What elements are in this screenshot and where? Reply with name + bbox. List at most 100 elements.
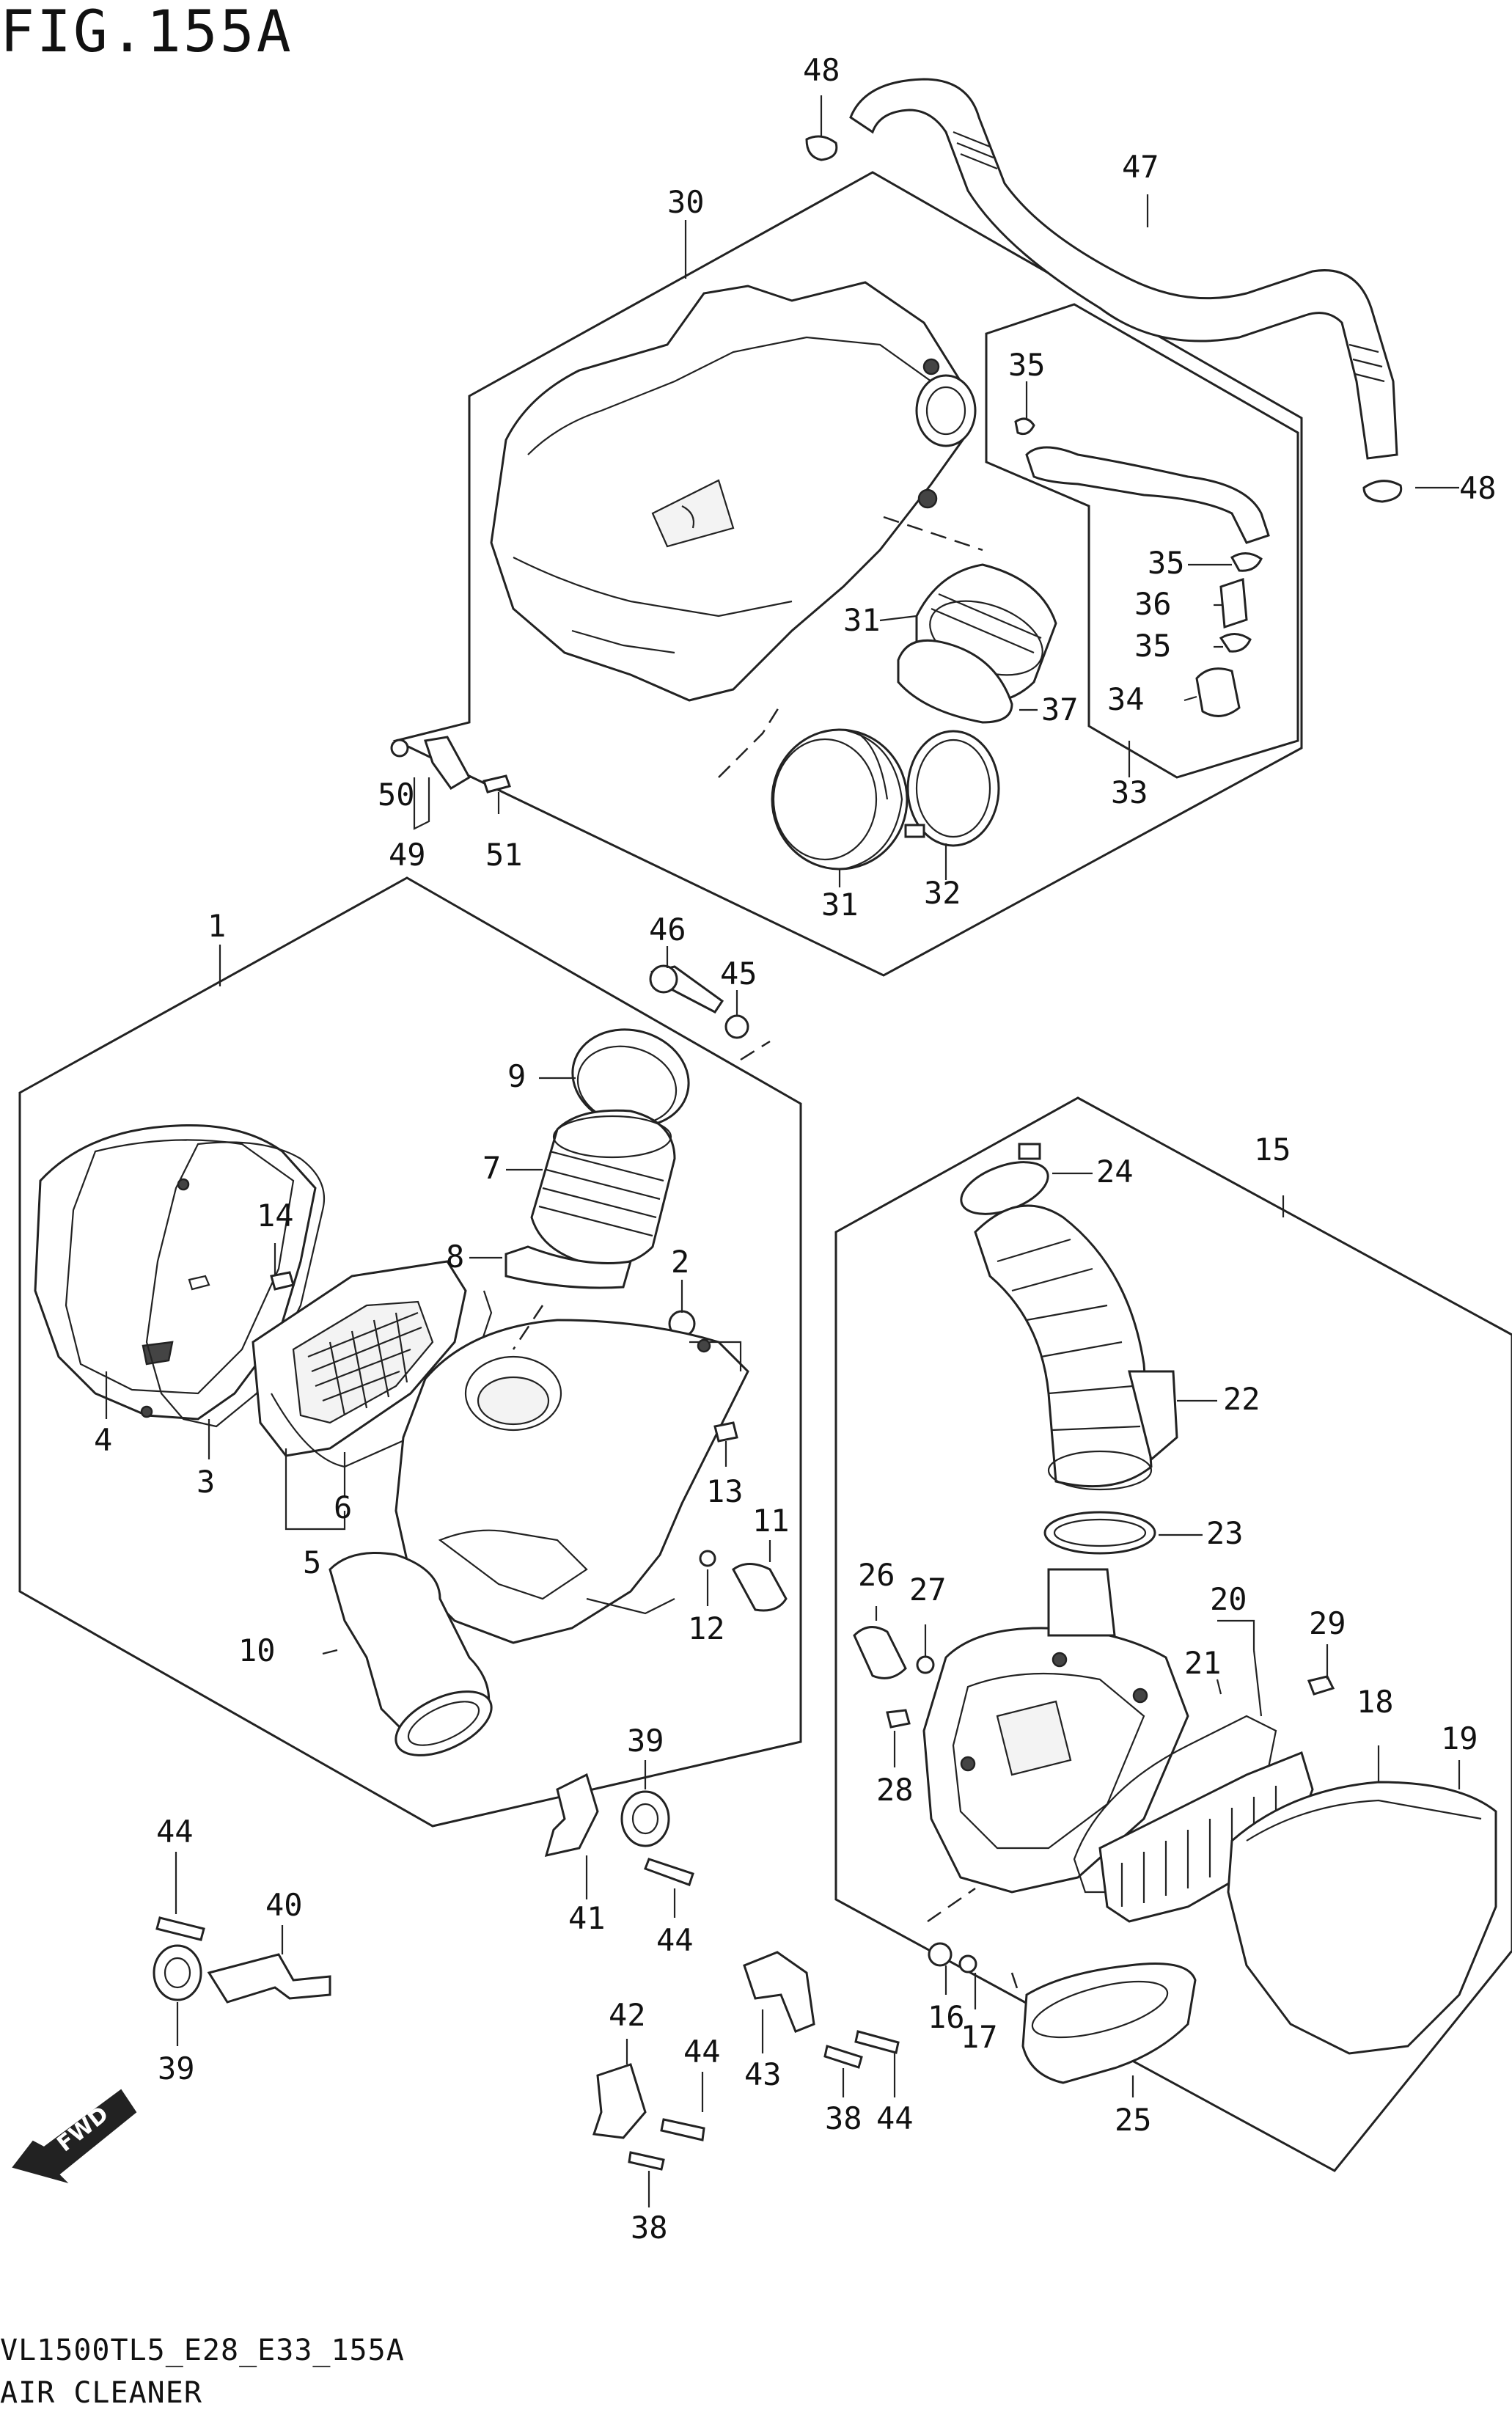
part-37-clamp — [897, 639, 1013, 724]
callout-15: 15 — [1254, 1132, 1291, 1168]
callout-13: 13 — [706, 1473, 744, 1509]
part-41-bracket — [544, 1773, 599, 1858]
part-16-grommet — [928, 1942, 953, 1967]
callout-47: 47 — [1122, 149, 1159, 185]
part-45-nut — [724, 1014, 749, 1039]
part-8-clamp — [504, 1245, 633, 1289]
part-31-intake-duct-lower — [771, 728, 909, 871]
part-35-clip-c — [1219, 633, 1252, 653]
callout-48: 48 — [1459, 470, 1497, 506]
callout-44: 44 — [156, 1814, 194, 1850]
callout-5: 5 — [303, 1544, 321, 1580]
part-36-plug — [1219, 577, 1248, 629]
callout-46: 46 — [649, 912, 686, 948]
part-48-clamp-right — [1362, 480, 1403, 503]
part-48-clamp-top — [805, 135, 838, 161]
part-6-filter-element — [252, 1260, 467, 1457]
callout-44: 44 — [683, 2034, 721, 2070]
part-27-clip — [916, 1655, 935, 1674]
part-21-seal — [1073, 1715, 1277, 1894]
part-47-breather-hose — [849, 78, 1398, 460]
callout-10: 10 — [238, 1632, 276, 1668]
callout-28: 28 — [876, 1772, 914, 1808]
callout-44: 44 — [656, 1922, 694, 1958]
callout-12: 12 — [688, 1610, 725, 1646]
callout-33: 33 — [1111, 774, 1148, 810]
callout-8: 8 — [446, 1239, 464, 1275]
callout-39: 39 — [627, 1723, 664, 1759]
part-44-bolt-b — [155, 1916, 205, 1941]
part-38-bolt-b — [823, 2045, 863, 2069]
callout-7: 7 — [482, 1150, 501, 1186]
part-42-bracket — [592, 2063, 647, 2139]
part-40-bracket — [207, 1953, 331, 2004]
callout-6: 6 — [334, 1489, 352, 1525]
part-19-cover — [1227, 1781, 1497, 2055]
callout-35: 35 — [1008, 347, 1046, 383]
callout-32: 32 — [924, 875, 961, 911]
callout-31: 31 — [821, 887, 859, 923]
part-7-funnel — [530, 1109, 676, 1267]
part-51-screw — [482, 774, 511, 794]
callout-31: 31 — [843, 602, 881, 638]
callout-50: 50 — [378, 777, 415, 813]
callout-36: 36 — [1134, 586, 1172, 622]
callout-2: 2 — [671, 1244, 689, 1280]
part-22-intake-bellows — [974, 1204, 1178, 1491]
callout-51: 51 — [485, 837, 523, 873]
part-34-cap — [1195, 667, 1241, 717]
callout-4: 4 — [94, 1422, 112, 1458]
callout-3: 3 — [197, 1464, 215, 1500]
part-26-grommet — [853, 1626, 907, 1679]
model-code: VL1500TL5_E28_E33_155A — [0, 2334, 405, 2367]
part-38-bolt-a — [628, 2151, 665, 2171]
callout-16: 16 — [928, 1999, 965, 2035]
part-35-clip-b — [1230, 552, 1263, 572]
figure-title: FIG.155A — [0, 0, 293, 65]
callout-9: 9 — [507, 1058, 526, 1094]
callout-30: 30 — [667, 184, 705, 220]
part-12-clip — [699, 1550, 716, 1567]
dashed-connectors — [512, 516, 1021, 1996]
part-3-gasket — [145, 1141, 326, 1428]
fwd-arrow-icon: FWD — [12, 2089, 137, 2183]
part-29-screw — [1307, 1675, 1335, 1696]
figure-caption: AIR CLEANER — [0, 2376, 202, 2410]
part-23-clamp — [1043, 1511, 1156, 1555]
callout-14: 14 — [257, 1198, 294, 1234]
callout-27: 27 — [909, 1572, 947, 1608]
callout-45: 45 — [720, 956, 757, 992]
callout-39: 39 — [158, 2051, 195, 2086]
part-14-bolt — [270, 1271, 295, 1291]
part-39-grommet-upper — [620, 1790, 670, 1847]
callout-11: 11 — [752, 1503, 790, 1539]
callout-23: 23 — [1206, 1515, 1244, 1551]
callout-49: 49 — [389, 837, 426, 873]
part-35-clip-a — [1014, 417, 1035, 436]
callout-26: 26 — [858, 1557, 895, 1593]
part-11-plug — [732, 1563, 788, 1612]
group-frame-15 — [834, 1096, 1512, 2172]
part-39-grommet-lower — [153, 1944, 202, 2001]
callout-40: 40 — [265, 1887, 303, 1923]
callout-41: 41 — [568, 1900, 606, 1936]
part-46-bolt-head — [649, 964, 678, 994]
callout-35: 35 — [1134, 628, 1172, 664]
callout-48: 48 — [803, 52, 840, 88]
callouts: 30 48 47 48 35 35 36 35 34 33 31 37 31 3… — [94, 52, 1497, 2246]
callout-19: 19 — [1441, 1720, 1478, 1756]
part-25-inlet — [1021, 1963, 1197, 2084]
callout-21: 21 — [1184, 1645, 1222, 1681]
part-32-ring — [904, 730, 1000, 847]
part-35-small-hose — [1025, 446, 1270, 544]
callout-25: 25 — [1115, 2102, 1152, 2138]
callout-29: 29 — [1309, 1605, 1346, 1641]
part-49-sensor — [424, 736, 471, 790]
part-17-collar — [958, 1954, 977, 1974]
callout-44: 44 — [876, 2100, 914, 2136]
part-44-bolt-c — [660, 2118, 705, 2141]
callout-22: 22 — [1223, 1381, 1260, 1417]
part-10-inlet-duct — [329, 1552, 493, 1756]
callout-34: 34 — [1107, 681, 1145, 717]
part-43-bracket — [743, 1951, 815, 2033]
